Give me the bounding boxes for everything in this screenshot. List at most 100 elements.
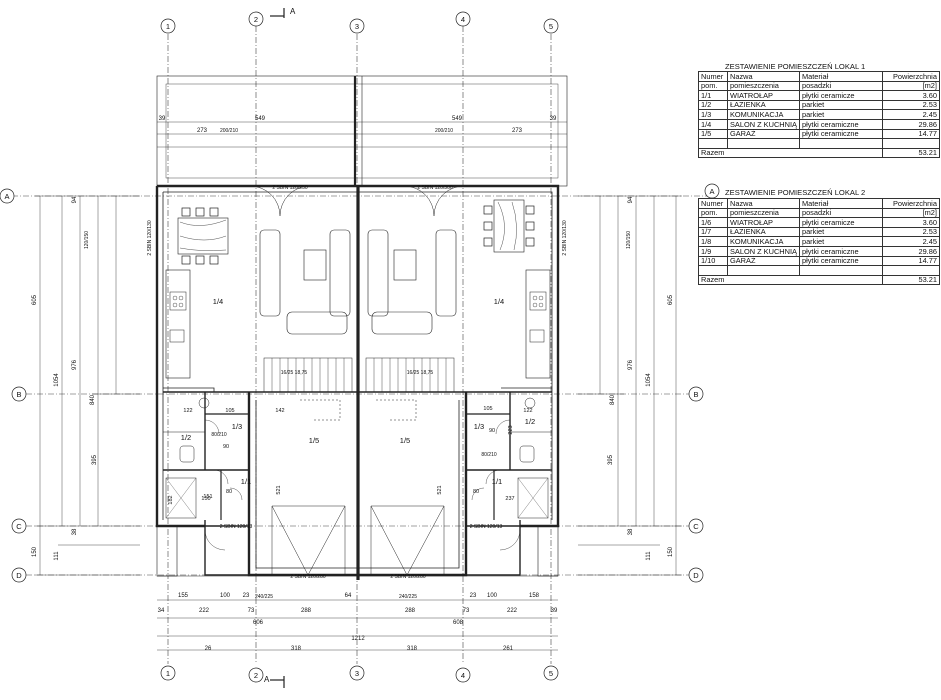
axis-label: B: [16, 390, 21, 399]
table-header-cell: [m2]: [881, 80, 940, 92]
room-label: 1/1: [241, 477, 251, 486]
dimension-label: 34: [158, 608, 165, 614]
dimension-label: 223: [508, 425, 514, 434]
dimension-label: 38: [72, 528, 78, 535]
dimension-label: 150: [668, 546, 674, 557]
table-cell: 2.45: [881, 236, 940, 247]
dimension-label: 64: [345, 593, 352, 599]
table-total-row: Razem 53.21: [698, 274, 940, 286]
dimension-label: 605: [668, 294, 674, 305]
dimension-label: 23: [470, 593, 477, 599]
table-header-cell: Materiał: [798, 198, 883, 209]
dimension-label: 288: [301, 608, 312, 614]
table-cell: 1/2: [698, 99, 728, 111]
dimension-label: 1212: [351, 636, 365, 642]
table-cell: [727, 138, 800, 149]
room-schedule-table-1: Numer Nazwa Materiał Powierzchnia pom. p…: [698, 71, 940, 159]
table-row: 1/10 GARAŻ płytki ceramiczne 14.77: [698, 255, 940, 267]
table-cell: ŁAZIENKA: [727, 99, 800, 111]
axis-label: C: [693, 522, 699, 531]
table-cell: [881, 138, 940, 149]
table-total-row: Razem 53.21: [698, 147, 940, 159]
dimension-label: 39: [550, 116, 557, 122]
table-cell: ŁAZIENKA: [727, 226, 800, 238]
dimension-label: 1054: [646, 373, 652, 387]
table-header-cell: posadzki: [798, 207, 883, 219]
table-cell: KOMUNIKACJA: [727, 236, 800, 247]
dimension-label: 142: [275, 408, 284, 414]
dimension-label: 606: [253, 620, 264, 626]
table-cell: [798, 265, 883, 276]
table-cell: GARAŻ: [727, 128, 800, 140]
dimension-label: 318: [407, 646, 418, 652]
door-label: 2 SBIN 120/13: [220, 524, 253, 530]
table-cell: 29.86: [881, 245, 940, 257]
room-label: 1/3: [232, 422, 242, 431]
dimension-label: 976: [628, 359, 634, 370]
table-row: 1/2 ŁAZIENKA parkiet 2.53: [698, 99, 940, 111]
dimension-label: 111: [54, 551, 60, 561]
table-cell: WIATROŁAP: [727, 217, 800, 228]
door-label: 2 SBIN 120/280: [390, 574, 426, 580]
axis-label: 2: [254, 15, 258, 24]
table-row: 1/5 GARAŻ płytki ceramiczne 14.77: [698, 128, 940, 140]
dimension-label: 150: [201, 496, 210, 502]
dimension-label: 122: [523, 408, 532, 414]
dimension-label: 90: [489, 428, 495, 434]
dimension-label: 840: [610, 394, 616, 405]
dimension-label: 222: [199, 608, 210, 614]
axis-label: 5: [549, 22, 553, 31]
axis-label: 4: [461, 15, 465, 24]
dimension-label: 80: [226, 489, 232, 495]
table-cell: 1/7: [698, 226, 728, 238]
table-header-cell: Nazwa: [727, 198, 800, 209]
dimension-label: 150: [32, 546, 38, 557]
table-total-label: Razem: [698, 274, 883, 286]
table-row: 1/7 ŁAZIENKA parkiet 2.53: [698, 226, 940, 238]
table-header-row: Numer Nazwa Materiał Powierzchnia: [698, 71, 940, 82]
dimension-label: 39: [159, 116, 166, 122]
dimension-label: 261: [503, 646, 514, 652]
table-cell: SALON Z KUCHNIĄ: [727, 118, 800, 130]
dimension-label: 151: [203, 494, 212, 500]
table-cell: 1/9: [698, 245, 728, 257]
room-label: 1/1: [492, 477, 502, 486]
table-cell: KOMUNIKACJA: [727, 109, 800, 120]
window-label: 200/210: [435, 128, 453, 134]
room-label: 1/5: [309, 436, 319, 445]
dimension-label: 521: [437, 485, 443, 494]
table-cell: parkiet: [798, 109, 883, 120]
table-cell: 3.60: [881, 217, 940, 228]
table-cell: 1/4: [698, 118, 728, 130]
dimension-label: 222: [507, 608, 518, 614]
dimension-label: 549: [255, 116, 266, 122]
dimension-label: 105: [225, 408, 234, 414]
table-total-value: 53.21: [881, 147, 940, 159]
table-cell: płytki ceramiczne: [798, 255, 883, 267]
dimension-label: 182: [168, 495, 174, 504]
table-cell: [727, 265, 800, 276]
door-label: 2 SBIN 120/250: [272, 185, 308, 191]
axis-label: 3: [355, 669, 359, 678]
door-label: 2 SBIN 120/300: [417, 185, 453, 191]
dimension-label: 105: [483, 406, 492, 412]
window-label: 200/210: [220, 128, 238, 134]
axis-label: A: [709, 187, 714, 196]
axis-label: 1: [166, 669, 170, 678]
window-label: 240/225: [399, 594, 417, 600]
table-header-row: Numer Nazwa Materiał Powierzchnia: [698, 198, 940, 209]
window-label: 2 SBIN 120/130: [147, 220, 153, 256]
dimension-label: 318: [291, 646, 302, 652]
table-cell: [798, 138, 883, 149]
table-row: 1/4 SALON Z KUCHNIĄ płytki ceramiczne 29…: [698, 118, 940, 130]
section-mark: A: [290, 7, 296, 16]
table-cell: płytki ceramiczne: [798, 128, 883, 140]
table-cell: [881, 265, 940, 276]
dimension-label: 120/150: [84, 231, 90, 249]
table-header-cell: [m2]: [881, 207, 940, 219]
table-header-cell: pomieszczenia: [727, 207, 800, 219]
table-total-label: Razem: [698, 147, 883, 159]
table-header-cell: Numer: [698, 71, 728, 82]
table-cell: parkiet: [798, 236, 883, 247]
table-cell: 2.53: [881, 226, 940, 238]
